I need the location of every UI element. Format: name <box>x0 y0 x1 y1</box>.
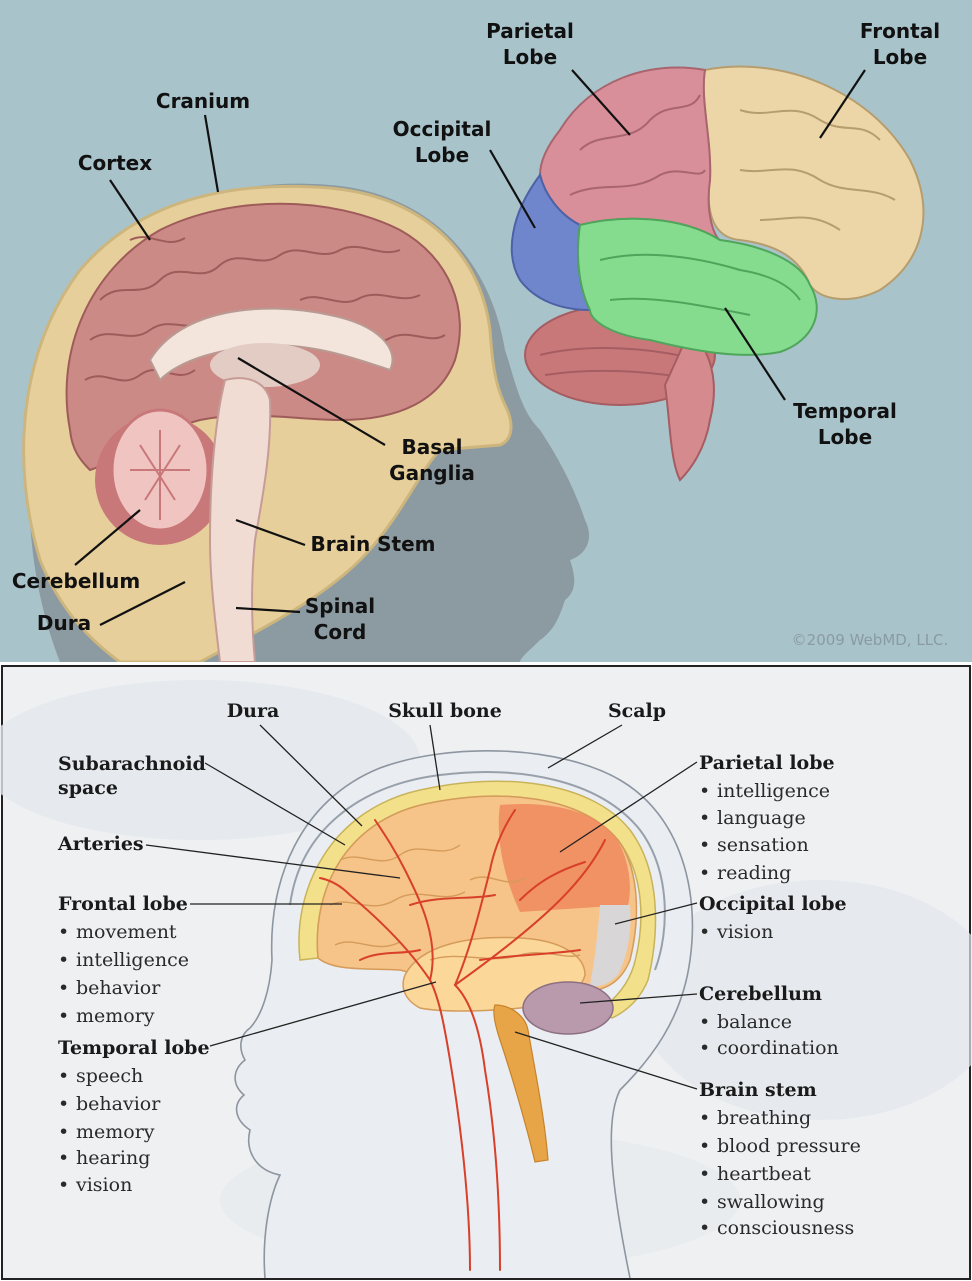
brain-stem-region <box>493 1004 549 1163</box>
frontal-item-4: memory <box>76 1005 155 1027</box>
temporal-item-bullet: • <box>58 1121 69 1143</box>
brain-stem-item-bullet: • <box>699 1163 710 1185</box>
cerebellum-item-bullet: • <box>699 1037 710 1059</box>
brain-stem-group: Brain stem • breathing • blood pressure … <box>699 1079 861 1239</box>
label-skull-bone: Skull bone <box>388 700 502 722</box>
frontal-item-bullet: • <box>58 977 69 999</box>
brain-stem-item-4: swallowing <box>717 1191 825 1213</box>
label-cranium: Cranium <box>156 89 250 113</box>
frontal-lobe-title: Frontal lobe <box>58 893 188 915</box>
label-basal-ganglia-line1: Basal <box>402 435 463 459</box>
frontal-item-2: intelligence <box>76 949 189 971</box>
temporal-item-1: speech <box>76 1065 143 1087</box>
label-subarachnoid-line1: Subarachnoid <box>58 753 206 775</box>
label-scalp: Scalp <box>608 700 666 722</box>
parietal-lobe-region <box>498 804 630 912</box>
lateral-brain <box>510 65 925 482</box>
cerebellum-sagittal <box>95 408 225 545</box>
label-parietal-lobe-line1: Parietal <box>486 19 574 43</box>
arteries <box>319 809 606 1271</box>
brain-stem-item-5: consciousness <box>717 1217 854 1239</box>
label-spinal-cord-line1: Spinal <box>305 594 375 618</box>
parietal-item-bullet: • <box>699 780 710 802</box>
temporal-item-3: memory <box>76 1121 155 1143</box>
parietal-item-bullet: • <box>699 834 710 856</box>
cerebellum-group: Cerebellum • balance • coordination <box>699 983 839 1059</box>
cerebellum-item-bullet: • <box>699 1011 710 1033</box>
label-temporal-lobe-line2: Lobe <box>818 425 872 449</box>
label-spinal-cord-line2: Cord <box>314 620 367 644</box>
frontal-lobe-group: Frontal lobe • movement • intelligence •… <box>58 893 189 1027</box>
brain-stem-item-bullet: • <box>699 1135 710 1157</box>
label-temporal-lobe-line1: Temporal <box>793 399 897 423</box>
bottom-leader-lines <box>145 724 698 1090</box>
occipital-item-1: vision <box>716 921 773 943</box>
parietal-item-2: language <box>717 807 806 829</box>
cerebellum-item-2: coordination <box>717 1037 839 1059</box>
parietal-item-1: intelligence <box>717 780 830 802</box>
label-dura-bottom: Dura <box>227 700 280 722</box>
scalp-outline <box>289 771 666 971</box>
brain-stem-item-2: blood pressure <box>717 1135 861 1157</box>
occipital-lobe-title: Occipital lobe <box>699 893 847 915</box>
brain-stem-title: Brain stem <box>699 1079 817 1101</box>
bottom-panel: Dura Skull bone Scalp Subarachnoid space… <box>0 665 972 1280</box>
occipital-lobe-group: Occipital lobe • vision <box>699 893 847 943</box>
cerebellum-title: Cerebellum <box>699 983 822 1005</box>
top-panel: Cranium Cortex Parietal Lobe Frontal Lob… <box>0 0 972 664</box>
occipital-lobe-region <box>590 905 631 987</box>
brain-stem-shape <box>208 377 272 663</box>
label-parietal-lobe-line2: Lobe <box>503 45 557 69</box>
top-leader-lines <box>74 69 866 626</box>
label-subarachnoid-line2: space <box>58 777 118 799</box>
temporal-item-bullet: • <box>58 1147 69 1169</box>
temporal-lobe-shape <box>577 217 818 356</box>
frontal-item-bullet: • <box>58 949 69 971</box>
parietal-item-3: sensation <box>717 834 809 856</box>
brain-stem-item-1: breathing <box>717 1107 811 1129</box>
parietal-item-4: reading <box>717 862 791 884</box>
temporal-lobe-title: Temporal lobe <box>58 1037 210 1059</box>
label-dura: Dura <box>37 611 91 635</box>
brain-stem-item-bullet: • <box>699 1107 710 1129</box>
occipital-item-bullet: • <box>699 921 710 943</box>
temporal-item-bullet: • <box>58 1174 69 1196</box>
temporal-lobe-group: Temporal lobe • speech • behavior • memo… <box>58 1037 210 1196</box>
brain-stem-item-3: heartbeat <box>717 1163 811 1185</box>
label-brain-stem: Brain Stem <box>310 532 435 556</box>
cerebellum-item-1: balance <box>717 1011 792 1033</box>
parietal-item-bullet: • <box>699 807 710 829</box>
parietal-lobe-group: Parietal lobe • intelligence • language … <box>699 752 835 884</box>
copyright-notice: ©2009 WebMD, LLC. <box>792 631 949 649</box>
frontal-item-bullet: • <box>58 1005 69 1027</box>
temporal-item-bullet: • <box>58 1065 69 1087</box>
cerebellum-region <box>522 981 614 1035</box>
frontal-item-bullet: • <box>58 921 69 943</box>
brain-stem-item-bullet: • <box>699 1191 710 1213</box>
brain-stem-item-bullet: • <box>699 1217 710 1239</box>
panel-divider <box>0 662 972 666</box>
label-frontal-lobe-line2: Lobe <box>873 45 927 69</box>
temporal-item-4: hearing <box>76 1147 150 1169</box>
label-occipital-lobe-line1: Occipital <box>393 117 492 141</box>
temporal-item-5: vision <box>75 1174 132 1196</box>
temporal-item-2: behavior <box>76 1093 161 1115</box>
label-cerebellum: Cerebellum <box>12 569 140 593</box>
label-occipital-lobe-line2: Lobe <box>415 143 469 167</box>
temporal-item-bullet: • <box>58 1093 69 1115</box>
label-arteries: Arteries <box>57 833 144 855</box>
label-frontal-lobe-line1: Frontal <box>860 19 940 43</box>
basal-ganglia-shape <box>210 343 320 387</box>
frontal-item-1: movement <box>76 921 177 943</box>
label-basal-ganglia-line2: Ganglia <box>389 461 475 485</box>
frontal-item-3: behavior <box>76 977 161 999</box>
label-cortex: Cortex <box>78 151 152 175</box>
parietal-lobe-title: Parietal lobe <box>699 752 835 774</box>
parietal-item-bullet: • <box>699 862 710 884</box>
